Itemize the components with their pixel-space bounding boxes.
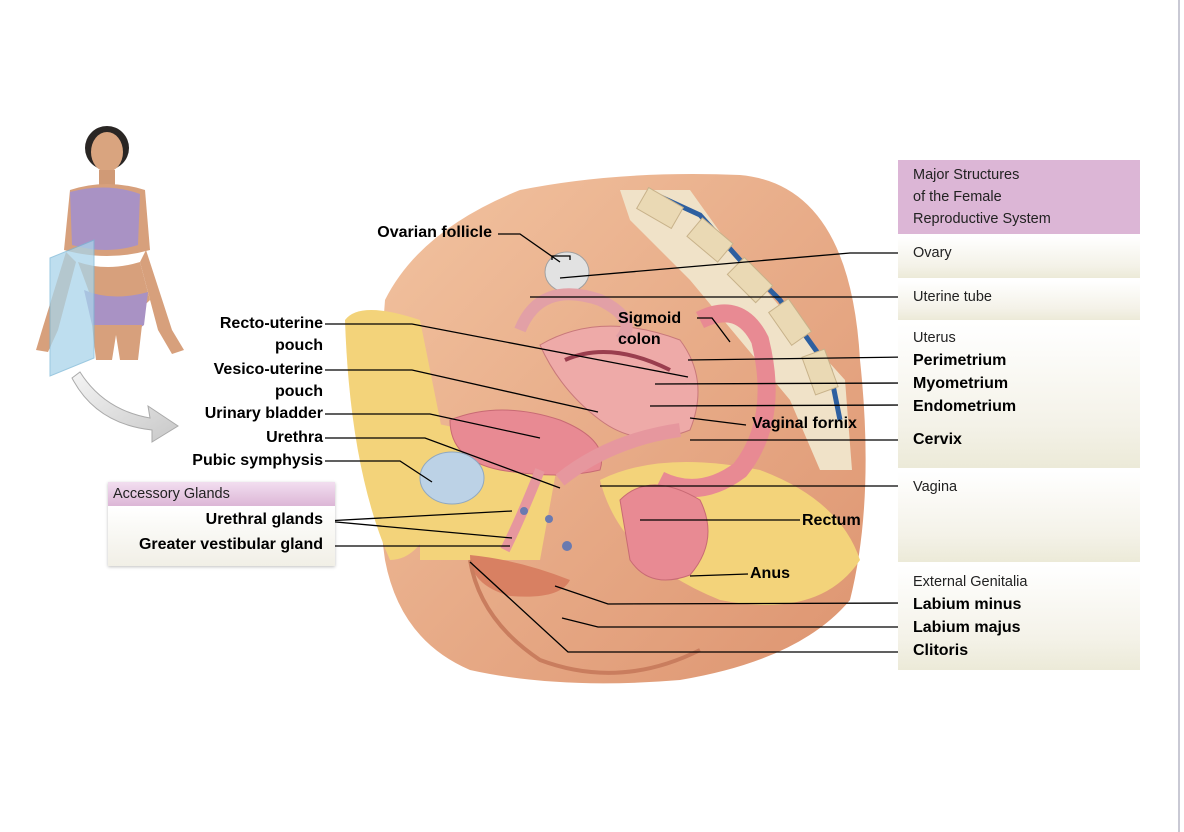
label-vagina: Vagina — [913, 479, 958, 495]
accessory-glands-panel: Accessory Glands — [108, 482, 335, 566]
label-labium-minus: Labium minus — [913, 596, 1022, 613]
label-uterine-tube: Uterine tube — [913, 289, 992, 305]
label-anus: Anus — [750, 565, 790, 582]
label-greater-vestibular-gland: Greater vestibular gland — [138, 536, 323, 553]
label-ovary: Ovary — [913, 245, 952, 261]
panel-row-uterus: Uterus Perimetrium Myometrium Endometriu… — [898, 322, 1140, 468]
label-labium-majus: Labium majus — [913, 619, 1021, 636]
label-rectum: Rectum — [802, 512, 861, 529]
label-uterus: Uterus — [913, 330, 956, 346]
label-cervix: Cervix — [913, 431, 962, 448]
page-edge — [1178, 0, 1180, 832]
panel-title-line2: of the Female — [913, 189, 1002, 205]
label-sigmoid-colon: Sigmoid — [618, 310, 682, 327]
label-urinary-bladder: Urinary bladder — [204, 405, 323, 422]
leader-lines — [324, 233, 909, 653]
panel-row-ovary: Ovary — [898, 236, 1140, 278]
panel-row-external-genitalia: External Genitalia Labium minus Labium m… — [898, 564, 1140, 670]
label-vesico-uterine-pouch: Vesico-uterine — [213, 361, 323, 378]
label-perimetrium: Perimetrium — [913, 352, 1007, 369]
major-structures-panel: Major Structures of the Female Reproduct… — [898, 160, 1140, 670]
label-vesico-uterine-pouch-line2: pouch — [275, 383, 323, 400]
label-urethral-glands: Urethral glands — [205, 511, 323, 528]
sagittal-section — [345, 174, 866, 684]
label-endometrium: Endometrium — [913, 398, 1017, 415]
label-ovarian-follicle: Ovarian follicle — [377, 224, 492, 241]
panel-row-vagina: Vagina — [898, 470, 1140, 562]
figure-thumbnail — [36, 126, 184, 443]
label-recto-uterine-pouch-line2: pouch — [275, 337, 323, 354]
panel-title-line3: Reproductive System — [913, 211, 1051, 227]
label-recto-uterine-pouch: Recto-uterine — [219, 315, 323, 332]
label-myometrium: Myometrium — [913, 375, 1009, 392]
label-sigmoid-colon-line2: colon — [618, 331, 661, 348]
accessory-glands-title: Accessory Glands — [108, 482, 335, 506]
label-urethra: Urethra — [266, 429, 323, 446]
panel-row-uterine-tube: Uterine tube — [898, 280, 1140, 320]
major-structures-title: Major Structures of the Female Reproduct… — [898, 160, 1140, 234]
label-pubic-symphysis: Pubic symphysis — [192, 452, 323, 469]
label-vaginal-fornix: Vaginal fornix — [752, 415, 857, 432]
label-clitoris: Clitoris — [913, 642, 969, 659]
label-external-genitalia: External Genitalia — [913, 574, 1028, 590]
panel-title-line1: Major Structures — [913, 167, 1020, 183]
